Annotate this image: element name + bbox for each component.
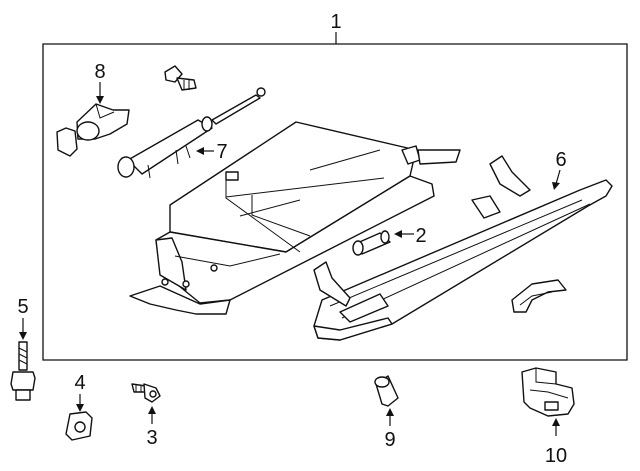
part-10-bracket[interactable] [521,367,575,436]
callout-9-label: 9 [384,429,395,451]
callout-8-label: 8 [94,61,105,83]
callout-6-label: 6 [555,149,566,171]
part-7-damper[interactable] [117,87,266,179]
part-8-latch[interactable] [56,82,130,157]
callout-2-arrowhead [394,230,402,238]
part-3-screw[interactable] [131,383,161,424]
part-handle[interactable] [511,279,567,313]
callout-2-label: 2 [415,225,426,247]
callout-9-arrowhead [386,408,394,416]
part-6-door[interactable] [313,155,613,341]
callout-7-arrowhead [196,147,204,155]
part-5-bolt[interactable] [10,318,36,401]
callout-1-label: 1 [330,11,341,33]
callout-6-leader [555,169,561,185]
callout-4-label: 4 [74,372,85,394]
part-1-glove-box[interactable] [129,121,461,315]
callout-10-label: 10 [545,445,567,467]
callout-7-label: 7 [216,141,227,163]
callout-5-arrowhead [19,332,27,340]
callout-4-arrowhead [76,404,84,412]
callout-3-label: 3 [146,427,157,449]
part-9-bumper[interactable] [374,375,399,426]
screw-upper[interactable] [164,65,197,91]
part-2-bumper[interactable] [352,230,414,256]
callout-3-arrowhead [148,406,156,414]
callout-10-arrowhead [552,418,560,426]
part-4-clip[interactable] [65,394,93,441]
callout-5-label: 5 [17,296,28,318]
callout-6-arrowhead [552,182,560,190]
callout-8-arrowhead [96,96,104,104]
assembly-frame [42,43,628,361]
